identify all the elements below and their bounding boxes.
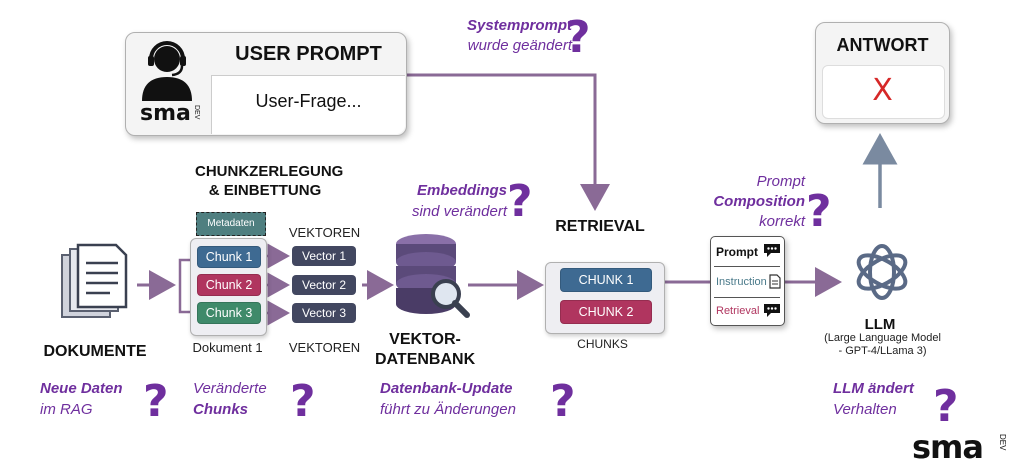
prompt-comp-line2: Composition [713,193,805,210]
llm-change-note: LLM ändert Verhalten [833,378,933,420]
vector-3: Vector 3 [292,303,356,323]
prompt-composition-question-icon: ? [806,186,832,237]
retrieval-chunk-1: CHUNK 1 [560,268,652,292]
llm-icon [850,240,914,304]
user-prompt-title: USER PROMPT [235,43,382,65]
prompt-card-divider-2 [714,297,780,298]
changed-chunks-line2: Chunks [193,401,249,418]
llm-change-question-icon: ? [933,381,959,432]
user-prompt-divider [211,75,405,134]
changed-chunks-question-icon: ? [290,376,316,427]
db-line2: DATENBANK [375,351,476,368]
prompt-card-retrieval: Retrieval [716,305,760,317]
vector-database-icon [392,232,472,322]
documents-label: DOKUMENTE [43,343,147,360]
chunking-line2: & EINBETTUNG [208,182,322,199]
vectors-top-label: VEKTOREN [288,225,361,240]
answer-card: ANTWORT X [815,22,950,124]
retrieval-title: RETRIEVAL [555,218,645,235]
systemprompt-question-icon: ? [565,12,591,63]
new-data-question-icon: ? [143,376,169,427]
vector-database-label: VEKTOR- DATENBANK [375,330,475,370]
chat-bubble-icon [763,243,781,258]
llm-sub1: (Large Language Model [824,332,941,344]
new-data-note: Neue Daten im RAG [40,378,140,420]
user-prompt-card: sma DEV USER PROMPT User-Frage... [125,32,407,136]
document-mini-icon [769,274,781,289]
llm-change-line1: LLM ändert [833,380,914,397]
prompt-comp-line1: Prompt [756,173,805,190]
db-line1: VEKTOR- [389,331,461,348]
chunking-line1: CHUNKZERLEGUNG [195,163,344,180]
prompt-composition-note: Prompt Composition korrekt [690,172,805,232]
prompt-card-prompt: Prompt [716,245,758,259]
new-data-line2: im RAG [40,401,93,418]
metadata-label: Metadaten [196,212,266,236]
retrieval-chunk-2: CHUNK 2 [560,300,652,324]
new-data-line1: Neue Daten [40,380,123,397]
answer-x: X [872,73,893,108]
llm-title: LLM [864,316,896,333]
user-prompt-logo: sma DEV [140,101,200,127]
systemprompt-line1: Systemprompt [466,17,572,34]
vector-2: Vector 2 [292,275,356,295]
changed-chunks-note: Veränderte Chunks [193,378,293,420]
user-headset-icon [138,41,196,101]
db-update-line2: führt zu Änderungen [380,401,516,418]
chunk-3: Chunk 3 [197,302,261,324]
prompt-comp-line3: korrekt [759,213,805,230]
logo-sub: DEV [193,105,200,120]
brand-logo: sma DEV [912,428,1012,468]
embeddings-line2: sind verändert [411,203,507,220]
vector-1: Vector 1 [292,246,356,266]
prompt-card-instruction: Instruction [716,276,767,288]
db-update-note: Datenbank-Update führt zu Änderungen [380,378,540,420]
document-1-label: Dokument 1 [192,340,263,355]
logo-text: sma [140,101,191,126]
chunks-caption: CHUNKS [577,337,628,351]
brand-logo-sub: DEV [998,434,1007,451]
db-update-question-icon: ? [550,376,576,427]
embeddings-question-icon: ? [507,176,533,227]
vectors-bottom-label: VEKTOREN [288,340,361,355]
chunk-1: Chunk 1 [197,246,261,268]
documents-icon [58,243,130,323]
chunk-2: Chunk 2 [197,274,261,296]
changed-chunks-line1: Veränderte [193,380,267,397]
chunking-heading: CHUNKZERLEGUNG & EINBETTUNG [195,162,344,200]
embeddings-line1: Embeddings [416,182,507,199]
answer-inner [822,65,945,119]
prompt-card-divider-1 [714,266,780,267]
chat-bubble-icon-2 [763,303,781,318]
systemprompt-line2: wurde geändert [467,37,572,54]
llm-subtitle: (Large Language Model - GPT-4/LLama 3) [815,332,950,358]
systemprompt-note: Systemprompt wurde geändert [442,16,572,56]
answer-title: ANTWORT [836,35,929,55]
brand-logo-text: sma [912,428,984,466]
embeddings-note: Embeddings sind verändert [382,180,507,222]
llm-change-line2: Verhalten [833,401,897,418]
user-question-text: User-Frage... [255,91,362,111]
db-update-line1: Datenbank-Update [380,380,513,397]
llm-sub2: - GPT-4/LLama 3) [838,345,927,357]
